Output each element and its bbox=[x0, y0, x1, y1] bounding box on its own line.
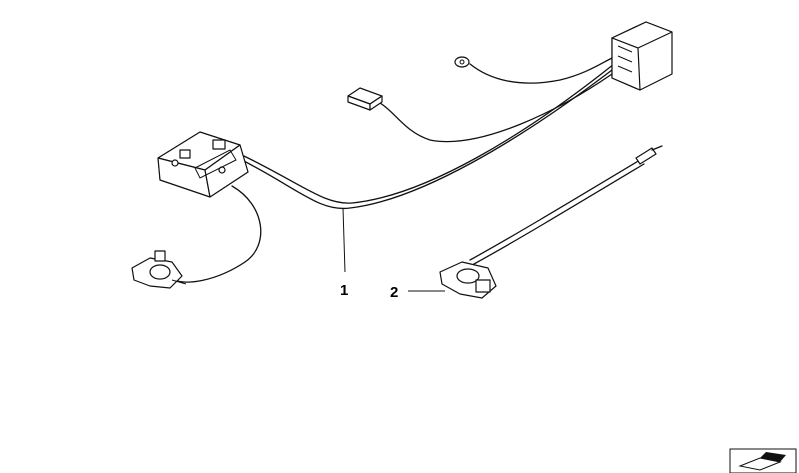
arrow-nav-icon[interactable] bbox=[729, 448, 797, 473]
connector-block bbox=[611, 21, 673, 91]
control-unit bbox=[157, 131, 249, 198]
ring-terminal bbox=[454, 56, 470, 68]
leader-line-1 bbox=[342, 207, 346, 273]
cable-harness-part-1 bbox=[174, 57, 615, 283]
flat-plug bbox=[347, 87, 383, 111]
battery-clamp-left bbox=[131, 250, 187, 289]
callout-1: 1 bbox=[340, 282, 348, 299]
ground-cable-part-2 bbox=[439, 145, 663, 299]
callout-2: 2 bbox=[390, 284, 398, 301]
